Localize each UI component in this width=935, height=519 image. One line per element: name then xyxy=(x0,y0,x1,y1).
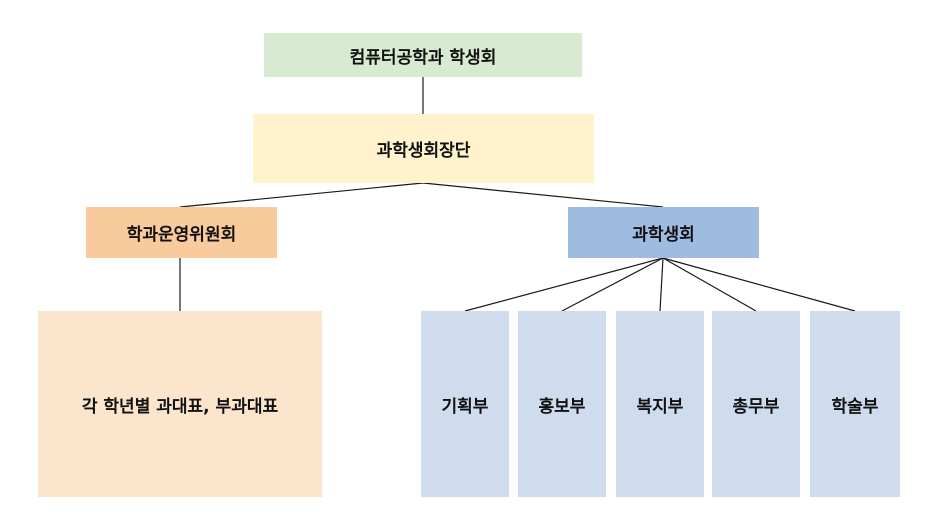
connector-council-dept-5 xyxy=(662,257,856,312)
dept-committee-label: 학과운영위원회 xyxy=(126,225,237,245)
dept-label: 학술부 xyxy=(831,396,879,417)
dept-box-general-affairs: 총무부 xyxy=(712,311,800,497)
connector-council-dept-3 xyxy=(659,257,664,312)
dept-committee-box: 학과운영위원회 xyxy=(86,207,277,258)
root-label: 컴퓨터공학과 학생회 xyxy=(349,47,497,68)
dept-box-welfare: 복지부 xyxy=(616,311,704,497)
dept-label: 기획부 xyxy=(441,396,489,417)
connector-leader-committee xyxy=(179,182,424,208)
connector-leader-council xyxy=(422,182,664,208)
dept-box-planning: 기획부 xyxy=(421,311,509,497)
connector-council-dept-2 xyxy=(561,257,664,312)
reps-label: 각 학년별 과대표, 부과대표 xyxy=(81,396,279,417)
dept-label: 홍보부 xyxy=(538,396,586,417)
student-council-label: 과학생회 xyxy=(632,225,695,245)
connector-council-dept-4 xyxy=(662,257,757,312)
dept-box-pr: 홍보부 xyxy=(518,311,606,497)
leader-label: 과학생회장단 xyxy=(376,141,471,161)
dept-label: 복지부 xyxy=(636,396,684,417)
connector-council-dept-1 xyxy=(464,257,664,312)
student-council-box: 과학생회 xyxy=(568,207,759,258)
dept-label: 총무부 xyxy=(732,396,780,417)
leader-box: 과학생회장단 xyxy=(253,114,594,183)
dept-box-academic: 학술부 xyxy=(810,311,900,497)
reps-box: 각 학년별 과대표, 부과대표 xyxy=(38,311,322,497)
root-box: 컴퓨터공학과 학생회 xyxy=(264,33,582,77)
